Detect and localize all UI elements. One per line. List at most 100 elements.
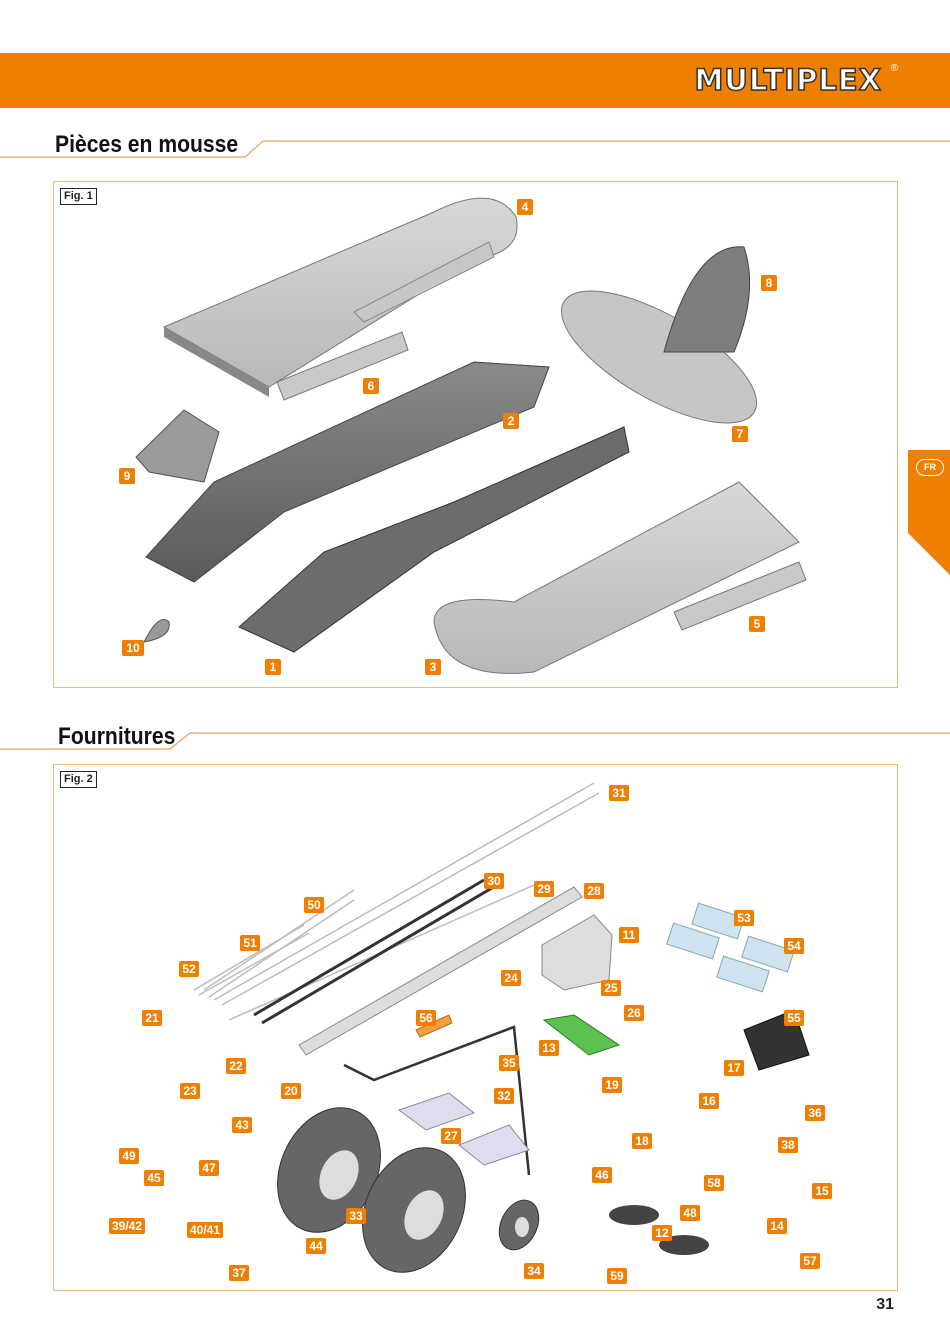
svg-text:28: 28	[587, 884, 601, 898]
fig2-callout-16: 16	[699, 1093, 719, 1109]
rudder-part	[663, 246, 751, 353]
svg-text:16: 16	[702, 1094, 716, 1108]
lower-wing-part	[433, 481, 800, 674]
svg-text:20: 20	[284, 1084, 298, 1098]
svg-text:8: 8	[766, 276, 773, 290]
fig2-callout-32: 32	[494, 1088, 514, 1104]
svg-text:53: 53	[737, 911, 751, 925]
svg-text:7: 7	[737, 427, 744, 441]
aileron-upper-part	[276, 331, 409, 401]
svg-text:52: 52	[182, 962, 196, 976]
svg-text:37: 37	[232, 1266, 246, 1280]
fig1-callout-7: 7	[732, 426, 748, 442]
rods-group	[193, 782, 600, 1021]
fig2-callout-38: 38	[778, 1137, 798, 1153]
fig2-callout-51: 51	[240, 935, 260, 951]
fig2-callout-28: 28	[584, 883, 604, 899]
svg-text:58: 58	[707, 1176, 721, 1190]
svg-text:26: 26	[627, 1006, 641, 1020]
svg-text:11: 11	[623, 928, 636, 942]
language-tab-badge: FR	[908, 450, 950, 490]
svg-text:19: 19	[605, 1078, 619, 1092]
section-title-foam: Pièces en mousse	[55, 131, 239, 158]
svg-text:54: 54	[787, 939, 801, 953]
svg-text:2: 2	[508, 414, 515, 428]
svg-text:36: 36	[808, 1106, 822, 1120]
svg-text:50: 50	[307, 898, 321, 912]
green-mount-plate	[542, 1014, 621, 1056]
fig1-callout-10: 10	[122, 640, 144, 656]
aileron-lower-part	[673, 561, 807, 631]
fig2-callout-54: 54	[784, 938, 804, 954]
svg-text:13: 13	[542, 1041, 556, 1055]
fig2-callout-18: 18	[632, 1133, 652, 1149]
fig2-callout-35: 35	[499, 1055, 519, 1071]
fig2-callout-14: 14	[767, 1218, 787, 1234]
fig2-callout-17: 17	[724, 1060, 744, 1076]
svg-text:25: 25	[604, 981, 618, 995]
fig2-callout-47: 47	[199, 1160, 219, 1176]
svg-text:27: 27	[444, 1129, 458, 1143]
svg-text:4: 4	[522, 200, 529, 214]
fig2-callout-59: 59	[607, 1268, 627, 1284]
fig2-callout-44: 44	[306, 1238, 326, 1254]
fig2-callout-56: 56	[416, 1010, 436, 1026]
svg-text:6: 6	[368, 379, 375, 393]
fig2-callout-31: 31	[609, 785, 629, 801]
language-tab	[908, 450, 950, 575]
fuselage-half-right-part	[145, 361, 550, 583]
fig2-callout-48: 48	[680, 1205, 700, 1221]
svg-text:34: 34	[527, 1264, 541, 1278]
fig2-callout-23: 23	[180, 1083, 200, 1099]
fig2-callout-53: 53	[734, 910, 754, 926]
svg-text:12: 12	[655, 1226, 669, 1240]
svg-text:14: 14	[770, 1219, 784, 1233]
figure-2-frame: Fig. 2	[53, 764, 898, 1291]
fig2-callout-57: 57	[800, 1253, 820, 1269]
svg-text:10: 10	[126, 641, 140, 655]
header-band	[0, 53, 950, 108]
svg-text:33: 33	[349, 1209, 363, 1223]
fig2-callout-15: 15	[812, 1183, 832, 1199]
brand-name: MULTIPLEX	[694, 62, 882, 98]
fig2-callout-11: 11	[619, 927, 639, 943]
svg-text:39/42: 39/42	[112, 1219, 142, 1233]
wheel-large-1	[277, 1107, 381, 1233]
motor-mount-part	[541, 914, 613, 991]
fig2-callout-43: 43	[232, 1117, 252, 1133]
figure-1-illustration: 4 8 6 2 7 9 5 10 1 3	[119, 197, 807, 675]
fig2-callout-50: 50	[304, 897, 324, 913]
fig1-callout-9: 9	[119, 468, 135, 484]
svg-text:44: 44	[309, 1239, 323, 1253]
svg-text:57: 57	[803, 1254, 817, 1268]
fig2-callout-49: 49	[119, 1148, 139, 1164]
fig2-callout-20: 20	[281, 1083, 301, 1099]
figure-1-frame: Fig. 1	[53, 181, 898, 688]
section-title-supplies: Fournitures	[58, 723, 176, 750]
svg-text:24: 24	[504, 971, 518, 985]
upper-wing-part	[162, 197, 518, 397]
svg-text:48: 48	[683, 1206, 697, 1220]
fig2-callout-22: 22	[226, 1058, 246, 1074]
adhesive-pads	[666, 902, 795, 993]
svg-text:55: 55	[787, 1011, 801, 1025]
svg-text:29: 29	[537, 882, 551, 896]
svg-text:59: 59	[610, 1269, 624, 1283]
svg-text:38: 38	[781, 1138, 795, 1152]
svg-text:45: 45	[147, 1171, 161, 1185]
language-label: FR	[916, 459, 944, 476]
fig2-callout-25: 25	[601, 980, 621, 996]
svg-text:51: 51	[243, 936, 257, 950]
svg-text:35: 35	[502, 1056, 516, 1070]
svg-text:32: 32	[497, 1089, 511, 1103]
svg-text:31: 31	[612, 786, 626, 800]
fig2-callout-40-41: 40/41	[187, 1222, 223, 1238]
section-underline-supplies	[0, 732, 950, 750]
fuselage-half-left-part	[238, 426, 630, 653]
fig2-callout-39-42: 39/42	[109, 1218, 145, 1234]
svg-text:21: 21	[145, 1011, 159, 1025]
fig2-callout-27: 27	[441, 1128, 461, 1144]
svg-text:1: 1	[270, 660, 277, 674]
landing-gear-wire	[343, 1025, 531, 1176]
svg-text:43: 43	[235, 1118, 249, 1132]
